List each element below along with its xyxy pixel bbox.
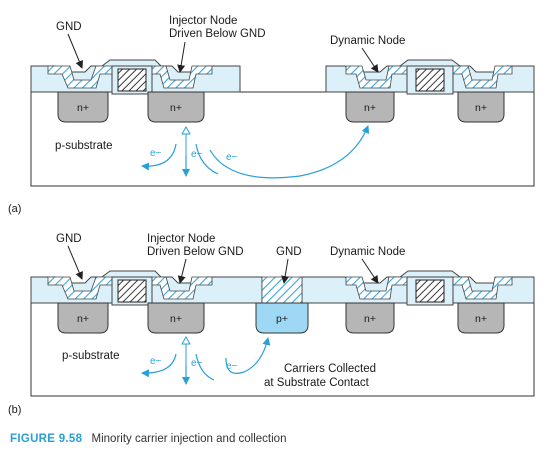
nplus-right-a [457,91,505,123]
electron-path-left-icon [141,143,177,171]
label-p-substrate: p-substrate [62,350,120,362]
label-carriers-collected-line2: at Substrate Contact [264,377,370,389]
caption-text: Minority carrier injection and collectio… [91,433,287,445]
nplus-label: n+ [364,313,376,325]
panel-tag: (a) [8,203,21,215]
pointer-dynamic-icon [361,258,379,284]
nplus-dynamic-b [345,302,395,334]
figure-caption: FIGURE 9.58 Minority carrier injection a… [10,433,286,445]
electron-path-right-icon [195,353,215,381]
panel-tag: (b) [8,404,21,416]
diagram-canvas: n+ n+ n+ n+ GND Injector Node Driven Bel… [8,15,535,416]
electron-label: e− [150,148,162,159]
label-dynamic-node: Dynamic Node [330,35,405,47]
panel-b: n+ n+ p+ n+ n+ GND Injector Node Driven … [8,233,535,416]
pointer-dynamic-icon [361,47,379,73]
electron-path-long-icon [209,125,370,179]
label-injector-line1: Injector Node [147,233,215,245]
pplus-contact-b [255,302,309,334]
nplus-label: n+ [77,313,89,325]
metal-right-a [452,65,513,89]
pointer-gnd-contact-icon [281,258,290,284]
electron-label: e− [226,361,238,372]
label-gnd: GND [56,21,82,33]
nplus-right-b [457,302,505,334]
label-dynamic-node: Dynamic Node [330,246,405,258]
nplus-label: n+ [475,102,487,114]
pointer-gnd-icon [67,33,84,69]
nplus-label: n+ [475,313,487,325]
label-gnd-contact: GND [276,246,302,258]
electron-path-left-icon [141,353,177,378]
metal-injector-a [151,65,213,89]
gate-poly-right-a [415,68,445,92]
label-gnd: GND [56,233,82,245]
label-injector-line2: Driven Below GND [169,28,266,40]
panel-a: n+ n+ n+ n+ GND Injector Node Driven Bel… [8,15,535,215]
label-carriers-collected-line1: Carriers Collected [284,363,376,375]
nplus-left-b [57,302,109,334]
nplus-label: n+ [77,102,89,114]
label-injector-line1: Injector Node [169,15,237,27]
nplus-dynamic-a [345,91,395,123]
electron-label: e− [150,356,162,367]
electron-path-collect-icon [225,337,271,374]
nplus-injector-b [147,302,205,334]
label-p-substrate: p-substrate [55,140,113,152]
nplus-label: n+ [364,102,376,114]
gate-poly-a [117,68,147,92]
substrate-a [30,91,535,187]
nplus-injector-a [147,91,205,123]
electron-label: e− [226,152,238,163]
pointer-injector-icon [177,258,187,284]
nplus-label: n+ [170,102,182,114]
metal-right-b [452,276,513,300]
electron-label: e− [191,149,203,160]
pointer-injector-icon [177,41,186,73]
gate-poly-right-b [415,279,445,303]
gate-poly-b [117,279,147,303]
label-injector-line2: Driven Below GND [147,246,244,258]
electron-path-right-icon [195,143,219,175]
pplus-label: p+ [276,313,288,325]
nplus-label: n+ [170,313,182,325]
electron-label: e− [191,358,203,369]
metal-substrate-contact-b [261,276,303,304]
metal-injector-b [151,276,213,300]
nplus-left-a [57,91,109,123]
figure-number: FIGURE 9.58 [10,433,83,445]
pointer-gnd-icon [67,245,83,280]
